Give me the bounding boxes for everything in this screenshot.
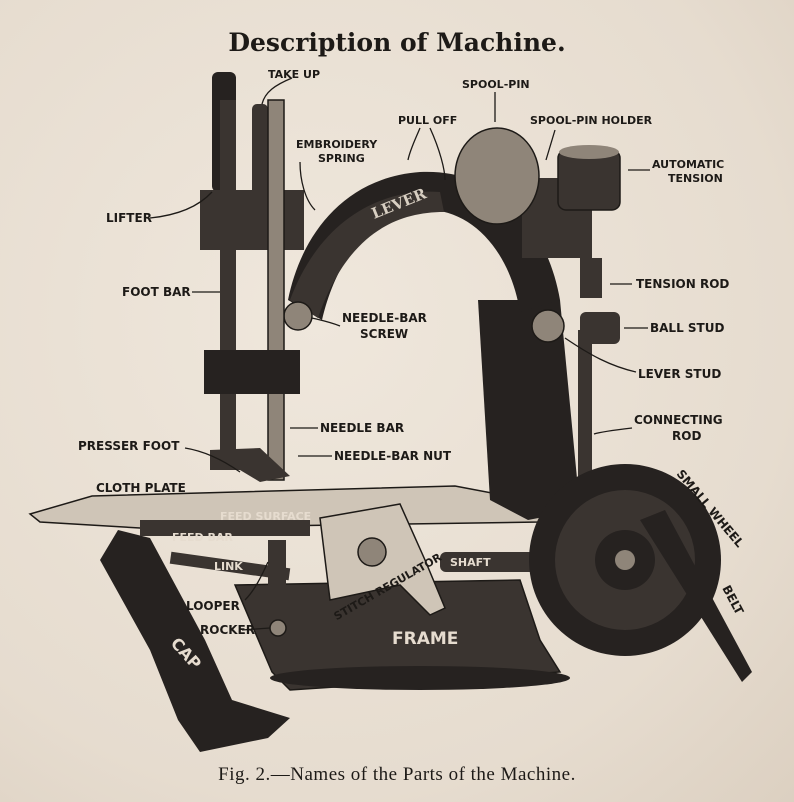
label-spool-pin-holder: SPOOL-PIN HOLDER: [530, 114, 653, 127]
needle-head: [200, 190, 304, 250]
label-ball-stud: BALL STUD: [650, 321, 724, 335]
label-feed-bar: FEED BAR: [172, 531, 233, 544]
label-link: LINK: [214, 560, 243, 573]
label-spool-pin: SPOOL-PIN: [462, 78, 530, 91]
label-cloth-plate: CLOTH PLATE: [96, 481, 186, 495]
figure-caption: Fig. 2.—Names of the Parts of the Machin…: [218, 764, 576, 785]
label-tension-rod: TENSION ROD: [636, 277, 729, 291]
link-shape: [169, 551, 291, 581]
take-up-bar: [252, 104, 268, 204]
lever-stud-shape: [531, 309, 565, 343]
label-pull-off: PULL OFF: [398, 114, 457, 127]
label-lever-stud: LEVER STUD: [638, 367, 721, 381]
label-feed-surface: FEED SURFACE: [220, 510, 311, 523]
page-title: Description of Machine.: [228, 28, 566, 57]
rocker-screw: [269, 619, 287, 637]
leader-spool-pin-holder: [545, 129, 556, 161]
label-automatic-tension-line1: AUTOMATIC: [652, 158, 724, 171]
needle-bar-screw-shape: [283, 301, 313, 331]
label-presser-foot: PRESSER FOOT: [78, 439, 180, 453]
leader-pull-off-1: [407, 127, 421, 161]
label-take-up: TAKE UP: [268, 68, 320, 81]
leader-looper: [244, 561, 269, 601]
leader-connecting-rod: [593, 427, 633, 435]
label-needle-bar: NEEDLE BAR: [320, 421, 404, 435]
leader-pull-off-2: [429, 127, 446, 181]
leader-lines: [149, 77, 650, 631]
label-needle-bar-nut: NEEDLE-BAR NUT: [334, 449, 452, 463]
cap-shape: [100, 530, 290, 752]
label-shaft: SHAFT: [450, 556, 491, 569]
label-frame: FRAME: [392, 629, 458, 649]
lever-shape: [290, 191, 444, 318]
leader-presser-foot: [184, 447, 241, 473]
label-embroidery-spring-line1: EMBROIDERY: [296, 138, 378, 151]
leader-rocker: [241, 627, 271, 631]
label-foot-bar: FOOT BAR: [122, 285, 191, 299]
label-lifter: LIFTER: [106, 211, 152, 225]
presser-foot-shape: [210, 448, 290, 482]
spool-pin-disc: [454, 127, 540, 225]
label-belt: BELT: [719, 583, 746, 618]
machine-illustration: [28, 72, 752, 752]
label-embroidery-spring-line2: SPRING: [318, 152, 365, 165]
label-connecting-rod-line1: CONNECTING: [634, 413, 723, 427]
label-looper: LOOPER: [186, 599, 240, 613]
label-connecting-rod-line2: ROD: [672, 429, 701, 443]
leader-take-up: [261, 77, 293, 105]
small-wheel-center: [615, 550, 635, 570]
leader-embroidery-spring: [299, 161, 316, 211]
automatic-tension-top: [559, 145, 619, 159]
belt-shape: [640, 510, 752, 682]
needle-bar-shape: [267, 99, 285, 481]
pillar-shape: [478, 300, 580, 520]
ball-stud-shape: [580, 312, 620, 344]
label-automatic-tension-line2: TENSION: [668, 172, 723, 185]
leader-lever-stud: [564, 337, 637, 373]
frame-shape: [233, 579, 562, 691]
label-rocker: ROCKER: [200, 623, 255, 637]
looper-shape: [268, 540, 286, 636]
stitch-regulator-knob: [357, 537, 387, 567]
feed-bar-shape: [140, 520, 310, 536]
label-needle-bar-screw-line2: SCREW: [360, 327, 408, 341]
frame-foot: [270, 666, 570, 690]
label-needle-bar-screw-line1: NEEDLE-BAR: [342, 311, 427, 325]
needle-bar-collar: [204, 350, 300, 394]
leader-needle-bar-screw: [311, 317, 341, 327]
leader-lifter: [149, 191, 213, 219]
tension-rod-shape: [580, 258, 602, 298]
foot-bar-shape: [220, 100, 236, 450]
